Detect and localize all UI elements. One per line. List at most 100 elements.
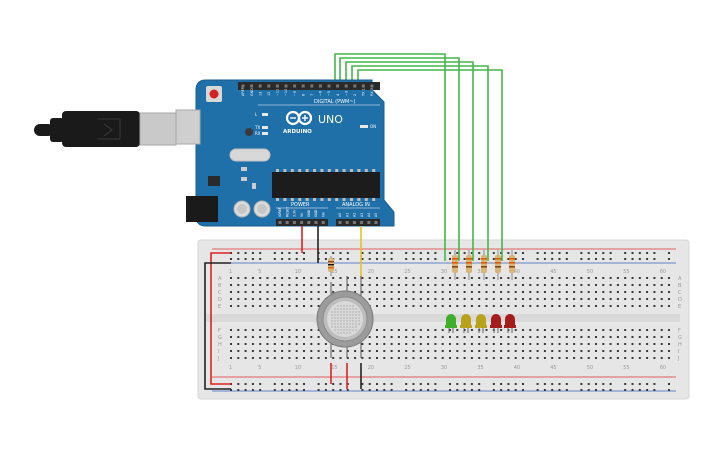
column-number: 25 [404,365,410,371]
sensor-mesh [331,305,360,334]
led-resistors[interactable] [445,250,515,280]
led[interactable] [490,314,502,333]
column-number: 30 [441,269,447,275]
power-pin-label: Vin [321,212,325,217]
led-resistor[interactable] [502,250,515,280]
row-letter: E [218,304,221,310]
power-pin-label: RESET [285,207,289,217]
row-letter: J [677,356,679,362]
analog-pin-label: A4 [367,213,371,217]
column-number: 40 [514,365,520,371]
row-letter: A [678,276,682,282]
l-led-label: L [255,112,258,117]
digital-pin-holes [241,84,374,88]
brand-label: ARDUINO [283,129,312,135]
column-number: 15 [331,269,337,275]
analog-pin-label: A0 [338,213,342,217]
digital-pin-label: ~6 [319,91,323,96]
analog-pin-label: A1 [345,213,349,217]
column-number: 1 [229,269,232,275]
digital-pin-label: ~3 [344,91,348,96]
digital-pin-label: ~11 [276,89,280,96]
usb-port [175,109,201,145]
analog-pin-label: A5 [374,213,378,217]
column-number: 55 [623,365,629,371]
led[interactable] [504,314,516,333]
led[interactable] [475,314,487,333]
column-number: 60 [660,269,666,275]
row-letter: H [218,342,222,348]
row-letter: D [218,297,222,303]
digital-pin-label: ~5 [327,91,331,96]
led-resistor[interactable] [445,250,458,280]
row-letter: D [678,297,682,303]
on-led-label: ON [370,124,376,129]
digital-pin-label: TX 1 [362,88,366,97]
row-letter: G [678,335,682,341]
analog-header [336,219,380,226]
column-number: 35 [477,365,483,371]
microcontroller-chip [272,172,380,198]
analog-pin-label: A3 [360,213,364,217]
led-resistor[interactable] [459,250,472,280]
digital-pin-label: ~9 [293,91,297,96]
power-label: POWER [291,202,310,208]
digital-pin-label: 13 [258,92,262,96]
column-number: 1 [229,365,232,371]
sensor-lower-wires[interactable] [330,363,362,389]
column-number: 50 [587,269,593,275]
column-number: 55 [623,269,629,275]
led[interactable] [460,314,472,333]
arduino-power-wires[interactable] [301,226,362,278]
row-letter: C [678,290,682,296]
row-letter: E [678,304,681,310]
digital-pin-label: 2 [353,94,357,96]
digital-pin-label: GND [250,88,254,96]
led-resistor[interactable] [474,250,487,280]
arduino-logo [285,110,313,126]
power-pin-label: GND [314,209,318,217]
row-letter: B [218,283,222,289]
tx-led-label: TX [254,125,260,130]
power-rail-jumpers[interactable] [204,252,231,390]
dc-power-jack [186,196,218,222]
leds[interactable] [445,314,516,333]
column-number: 60 [660,365,666,371]
digital-pin-label: 12 [267,92,271,96]
analog-pin-label: A2 [353,213,357,217]
digital-pin-label: ~10 [284,89,288,96]
column-number: 45 [550,365,556,371]
column-number: 20 [368,269,374,275]
usb-cable[interactable] [34,111,177,147]
power-pin-label: IOREF [278,207,282,217]
breadboard[interactable]: 1155101015152020252530303535404045455050… [197,239,690,400]
sensor-resistor[interactable] [328,256,334,276]
power-pin-label: 5V [300,212,304,217]
row-letter: F [218,328,221,334]
rx-led-label: RX [255,131,261,136]
led-resistor[interactable] [488,250,501,280]
digital-pin-label: RX 0 [370,88,374,96]
gas-sensor[interactable] [316,276,374,358]
digital-pin-label: 8 [301,94,305,96]
led[interactable] [445,314,457,333]
column-number: 10 [295,365,301,371]
model-label: UNO [318,113,343,126]
row-letter: J [217,356,219,362]
column-number: 20 [368,365,374,371]
digital-pin-label: 7 [310,94,314,96]
column-number: 35 [477,269,483,275]
column-number: 50 [587,365,593,371]
green-wires[interactable] [334,53,503,261]
column-number: 25 [404,269,410,275]
column-number: 15 [331,365,337,371]
breadboard-column-numbers: 1155101015152020252530303535404045455050… [229,269,666,371]
row-letter: I [218,349,219,355]
digital-header [238,82,380,90]
row-letter: C [218,290,222,296]
